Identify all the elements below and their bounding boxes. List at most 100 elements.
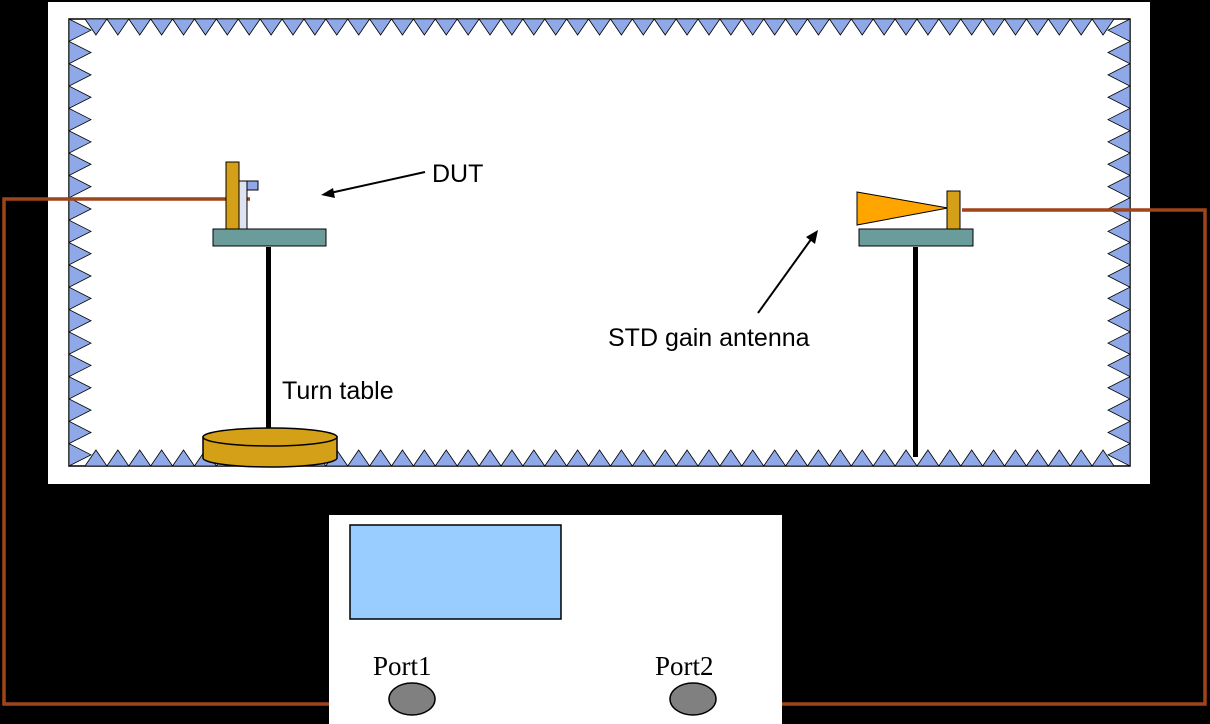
- absorber-wedge: [1107, 375, 1131, 400]
- absorber-wedge: [106, 449, 130, 467]
- absorber-wedge: [106, 18, 130, 36]
- absorber-wedge: [1069, 18, 1093, 36]
- absorber-wedge: [565, 449, 590, 467]
- dut-holder: [225, 161, 240, 230]
- absorber-wedge: [675, 18, 699, 36]
- absorber-wedge: [1107, 442, 1131, 467]
- absorber-wedge: [1107, 241, 1131, 266]
- absorber-wedge: [1025, 18, 1050, 36]
- absorber-wedge: [806, 18, 831, 36]
- absorber-wedge: [68, 197, 92, 221]
- absorber-wedge: [938, 449, 962, 467]
- absorber-wedge: [68, 308, 92, 333]
- port1-label: Port1: [373, 651, 432, 681]
- absorber-wedge: [68, 152, 92, 177]
- absorber-wedge: [959, 449, 984, 467]
- absorber-wedge: [500, 18, 524, 36]
- absorber-wedge: [390, 449, 415, 467]
- absorber-wedge: [68, 420, 92, 445]
- absorber-wedge: [68, 63, 92, 87]
- absorber-wedge: [281, 18, 305, 36]
- horn-antenna: [856, 191, 949, 226]
- cable-port1-to-dut: [2, 197, 392, 706]
- absorber-wedge: [1003, 18, 1028, 36]
- dut-arrow: [321, 171, 426, 198]
- absorber-wedge: [346, 18, 371, 36]
- absorber-wedge: [1107, 152, 1131, 177]
- absorber-wedge: [478, 449, 502, 467]
- absorber-wedge: [68, 219, 92, 244]
- absorber-wedge: [697, 449, 721, 467]
- absorber-wedge: [850, 18, 874, 36]
- absorber-wedge: [1107, 40, 1131, 65]
- absorber-wedge: [412, 449, 437, 467]
- absorber-wedge: [68, 331, 92, 355]
- absorber-wedge: [68, 442, 92, 467]
- absorber-wedge: [806, 449, 831, 467]
- cable-port2-to-antenna: [716, 208, 1207, 706]
- absorber-wedge: [741, 18, 765, 36]
- absorber-wedge: [478, 18, 502, 36]
- absorber-wedge: [916, 18, 940, 36]
- absorber-wedge: [1107, 398, 1131, 422]
- turn-table-label: Turn table: [282, 377, 394, 405]
- antenna-holder: [946, 190, 961, 230]
- absorber-left-column: [68, 18, 92, 467]
- absorber-wedge: [522, 18, 546, 36]
- absorber-wedge: [68, 286, 92, 311]
- absorber-wedge: [784, 449, 809, 467]
- antenna-mast: [913, 247, 918, 457]
- absorber-wedge: [544, 449, 568, 467]
- absorber-wedge: [390, 18, 415, 36]
- absorber-wedge: [1091, 18, 1115, 36]
- absorber-wedge: [68, 241, 92, 266]
- absorber-wedge: [68, 18, 92, 43]
- absorber-wedge: [916, 449, 940, 467]
- absorber-wedge: [981, 449, 1006, 467]
- absorber-wedge: [675, 449, 699, 467]
- absorber-top-row: [84, 18, 1115, 36]
- absorber-wedge: [1107, 18, 1131, 43]
- absorber-wedge: [762, 449, 787, 467]
- absorber-wedge: [434, 449, 458, 467]
- absorber-wedge: [84, 449, 108, 467]
- absorber-wedge: [587, 18, 612, 36]
- absorber-wedge: [653, 449, 677, 467]
- absorber-wedge: [850, 449, 874, 467]
- absorber-wedge: [259, 18, 283, 36]
- absorber-wedge: [872, 18, 896, 36]
- absorber-wedge: [1025, 449, 1050, 467]
- absorber-wedge: [938, 18, 962, 36]
- absorber-wedge: [303, 18, 327, 36]
- absorber-wedge: [609, 18, 634, 36]
- absorber-right-column: [1107, 18, 1131, 467]
- absorber-wedge: [894, 449, 918, 467]
- dut-tab: [246, 180, 259, 191]
- absorber-wedge: [828, 18, 853, 36]
- absorber-wedge: [653, 18, 677, 36]
- absorber-wedge: [1107, 264, 1131, 288]
- absorber-wedge: [587, 449, 612, 467]
- absorber-wedge: [84, 18, 108, 36]
- absorber-wedge: [346, 449, 371, 467]
- absorber-wedge: [1047, 18, 1071, 36]
- absorber-wedge: [894, 18, 918, 36]
- absorber-wedge: [434, 18, 458, 36]
- dut-label: DUT: [432, 160, 483, 188]
- absorber-wedge: [719, 449, 743, 467]
- absorber-wedge: [719, 18, 743, 36]
- antenna-arrow: [757, 230, 818, 314]
- absorber-wedge: [171, 449, 196, 467]
- absorber-wedge: [1107, 331, 1131, 355]
- absorber-wedge: [828, 449, 853, 467]
- absorber-wedge: [631, 18, 655, 36]
- absorber-wedge: [1107, 353, 1131, 378]
- absorber-wedge: [1107, 174, 1131, 199]
- antenna-platform: [858, 228, 974, 247]
- port1-connector: [388, 682, 436, 716]
- absorber-wedge: [522, 449, 546, 467]
- absorber-wedge: [500, 449, 524, 467]
- absorber-wedge: [741, 449, 765, 467]
- absorber-wedge: [1107, 286, 1131, 311]
